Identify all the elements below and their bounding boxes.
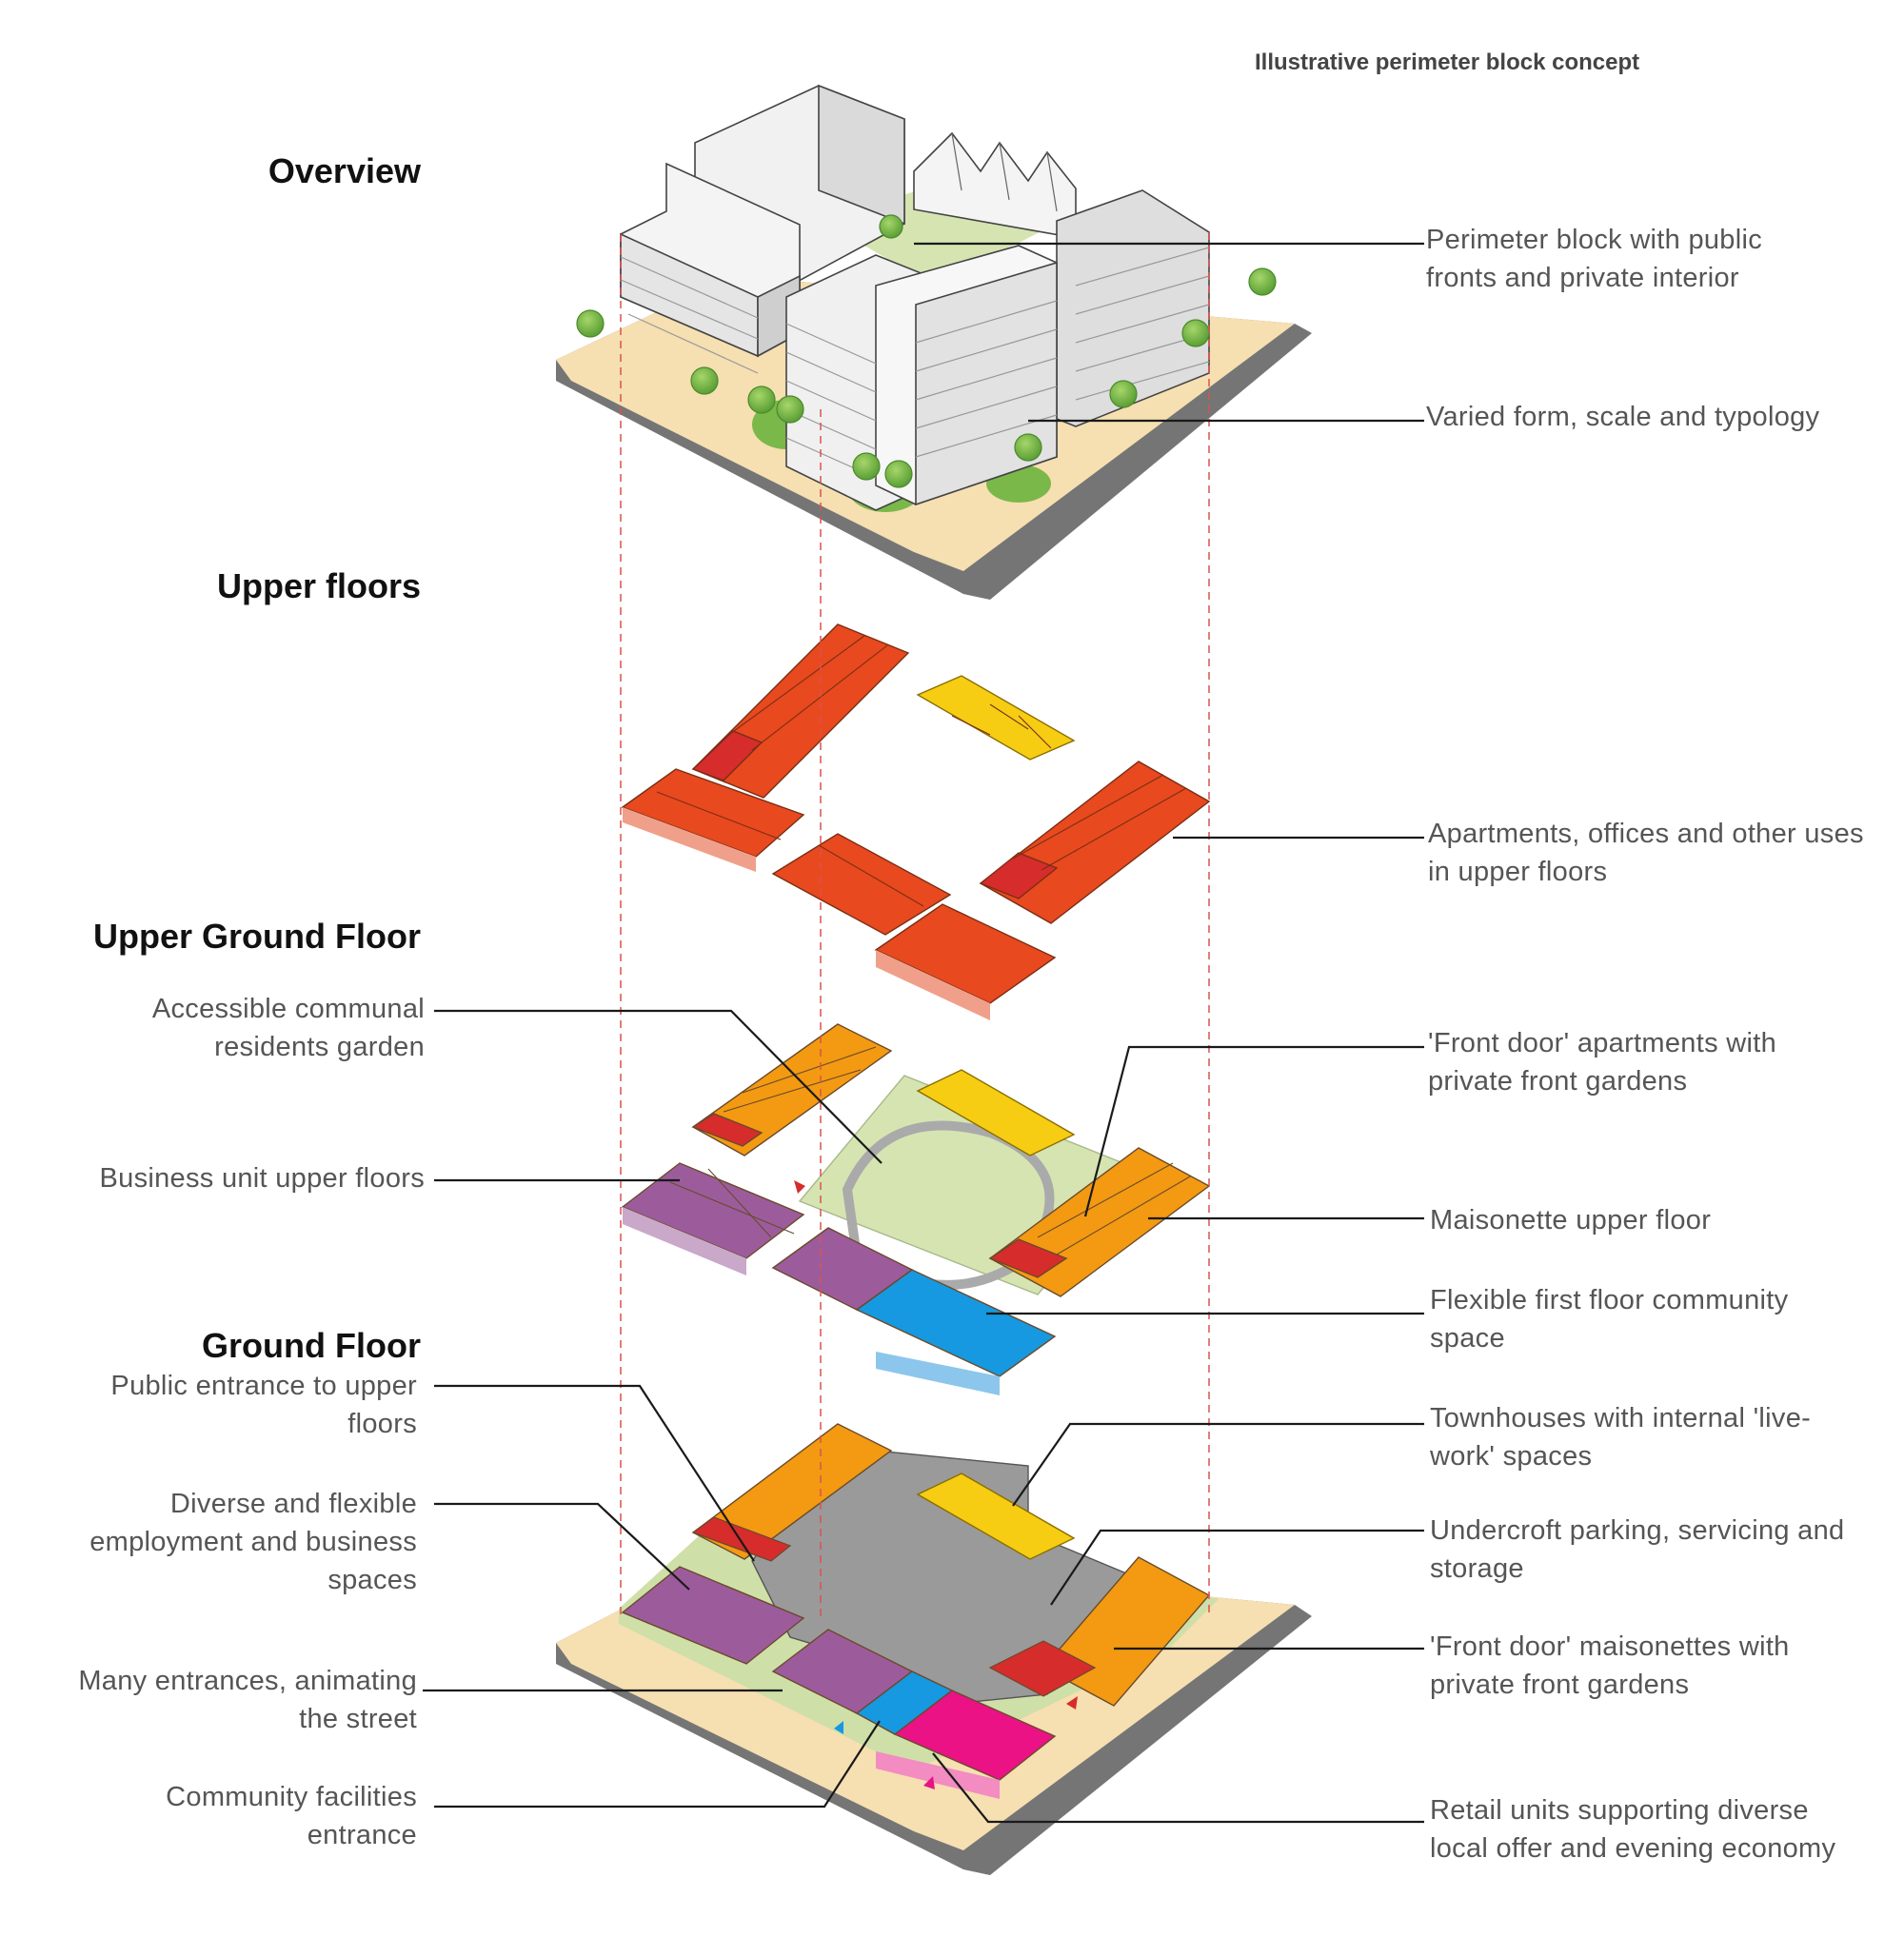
label-apartments-offices: Apartments, offices and other uses in up… bbox=[1428, 819, 1864, 887]
ground-floor-model bbox=[556, 1423, 1312, 1875]
upper-ground-floor-model bbox=[621, 1023, 1211, 1395]
label-retail-units: Retail units supporting diverse local of… bbox=[1430, 1795, 1836, 1864]
figure-caption: Illustrative perimeter block concept bbox=[1255, 49, 1640, 75]
label-business-upper: Business unit upper floors bbox=[99, 1163, 425, 1194]
heading-overview: Overview bbox=[268, 151, 421, 190]
label-varied-form: Varied form, scale and typology bbox=[1426, 402, 1820, 432]
label-perimeter-block: Perimeter block with public fronts and p… bbox=[1426, 225, 1763, 293]
label-community-entrance: Community facilities entrance bbox=[166, 1782, 417, 1850]
label-public-entrance: Public entrance to upper floors bbox=[110, 1371, 417, 1439]
label-communal-garden: Accessible communal residents garden bbox=[151, 994, 425, 1062]
label-flexible-community: Flexible first floor community space bbox=[1430, 1285, 1789, 1354]
label-diverse-employment: Diverse and flexible employment and busi… bbox=[89, 1489, 417, 1595]
heading-upper-floors: Upper floors bbox=[216, 566, 421, 605]
overview-model bbox=[556, 84, 1312, 600]
label-undercroft: Undercroft parking, servicing and storag… bbox=[1430, 1515, 1845, 1584]
label-front-door-apartments: 'Front door' apartments with private fro… bbox=[1428, 1028, 1777, 1097]
label-many-entrances: Many entrances, animating the street bbox=[78, 1666, 417, 1734]
label-maisonette-upper: Maisonette upper floor bbox=[1430, 1205, 1712, 1235]
heading-ground-floor: Ground Floor bbox=[202, 1326, 421, 1365]
label-townhouses: Townhouses with internal 'live-work' spa… bbox=[1430, 1403, 1812, 1472]
alignment-guides bbox=[620, 232, 1210, 1618]
upper-floors-model bbox=[621, 623, 1211, 1020]
leader-lines bbox=[423, 242, 1424, 1824]
heading-upper-ground-floor: Upper Ground Floor bbox=[93, 917, 421, 956]
label-front-door-maisonettes: 'Front door' maisonettes with private fr… bbox=[1430, 1631, 1790, 1700]
